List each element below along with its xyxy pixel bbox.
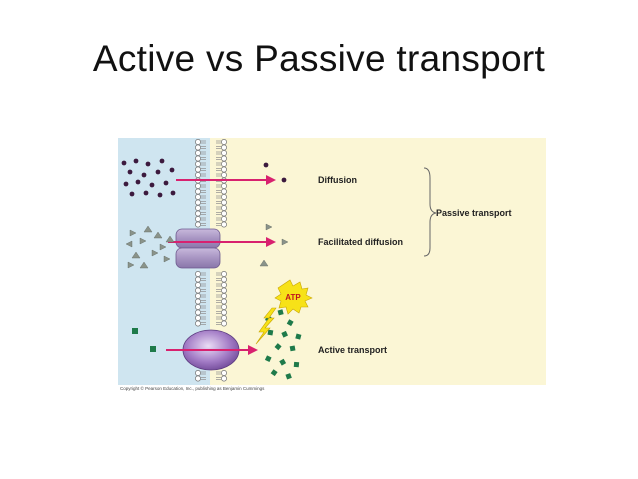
membrane-transport-diagram: ATP Diffusion Facilitated diffusion Pass… bbox=[118, 138, 546, 392]
channel-protein bbox=[175, 228, 221, 269]
active-solute-outside bbox=[132, 328, 156, 352]
phospholipid-bilayer bbox=[195, 139, 227, 382]
active-transport-arrow bbox=[166, 345, 258, 355]
energy-bolt-icon bbox=[255, 307, 277, 345]
diffusion-arrow bbox=[176, 175, 276, 185]
facilitated-diffusion-arrow bbox=[168, 237, 276, 247]
label-active-transport: Active transport bbox=[318, 345, 387, 355]
facilitated-solute-inside bbox=[259, 223, 289, 267]
atp-label: ATP bbox=[285, 293, 301, 302]
passive-bracket bbox=[423, 167, 437, 257]
label-passive-transport: Passive transport bbox=[436, 208, 512, 218]
diffusion-solute-outside bbox=[121, 158, 176, 198]
facilitated-solute-outside bbox=[125, 225, 175, 269]
label-facilitated-diffusion: Facilitated diffusion bbox=[318, 237, 403, 247]
copyright-credit: Copyright © Pearson Education, Inc., pub… bbox=[120, 385, 265, 391]
atp-burst-icon: ATP bbox=[274, 279, 313, 315]
diagram-canvas: ATP Diffusion Facilitated diffusion Pass… bbox=[118, 138, 546, 391]
label-diffusion: Diffusion bbox=[318, 175, 357, 185]
slide-title: Active vs Passive transport bbox=[92, 38, 546, 79]
diffusion-solute-inside bbox=[263, 162, 287, 183]
